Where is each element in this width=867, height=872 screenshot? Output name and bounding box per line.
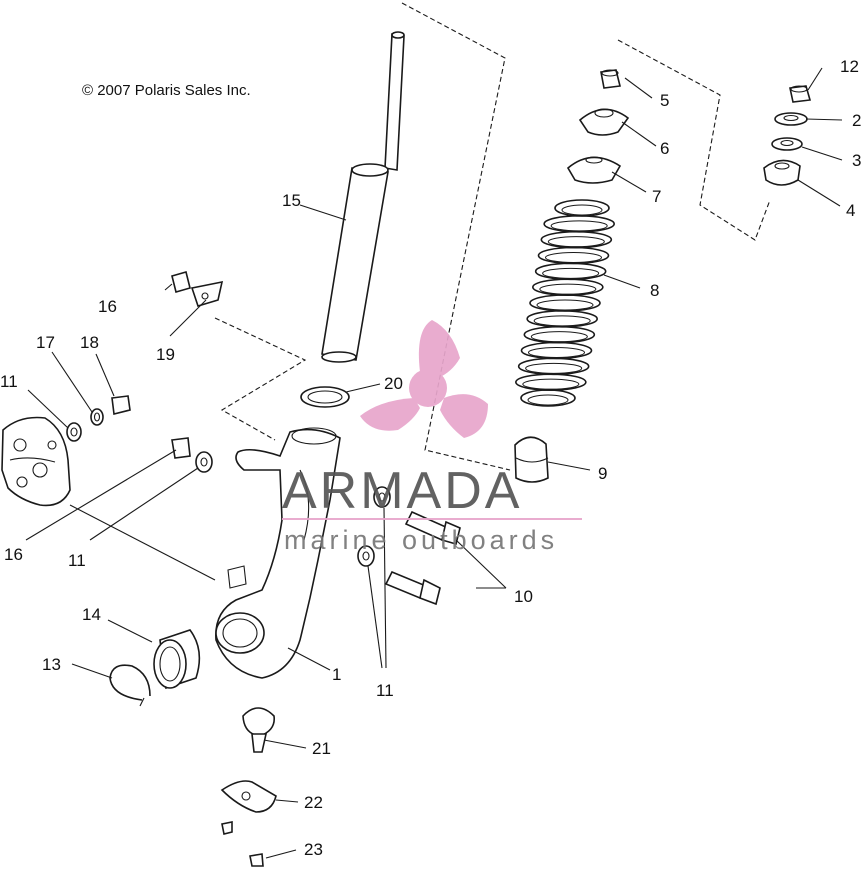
callout-20: 20 xyxy=(384,374,403,393)
callout-4: 4 xyxy=(846,201,855,220)
spring-coil xyxy=(520,389,576,407)
spring-coil-inner xyxy=(550,220,608,232)
spring-coil-inner xyxy=(536,299,594,311)
bushing-part-4 xyxy=(763,159,801,186)
ball-joint-part-21 xyxy=(242,707,276,753)
callout-13: 13 xyxy=(42,655,61,674)
watermark-brand: ARMADA xyxy=(282,462,522,520)
propeller-blade-left xyxy=(360,398,420,431)
knuckle-part-1 xyxy=(215,427,341,679)
callout-10: 10 xyxy=(514,587,533,606)
callout-21: 21 xyxy=(312,739,331,758)
callout-5: 5 xyxy=(660,91,669,110)
washer-part-11-mid xyxy=(195,451,213,473)
caliper-bracket xyxy=(214,317,307,441)
plate-part-22 xyxy=(220,780,277,835)
copyright-text: © 2007 Polaris Sales Inc. xyxy=(82,82,251,99)
washer-part-3 xyxy=(771,137,803,151)
propeller-blade-top xyxy=(418,320,460,378)
callout-12: 12 xyxy=(840,57,859,76)
propeller-hub xyxy=(409,369,447,407)
spring-part-8 xyxy=(515,199,615,407)
clip-part-19 xyxy=(190,280,224,307)
spring-coil-inner xyxy=(561,204,603,216)
washer-part-11-right-lower xyxy=(357,545,375,567)
callout-9: 9 xyxy=(598,464,607,483)
propeller-blade-right xyxy=(440,394,488,438)
callout-23: 23 xyxy=(304,840,323,859)
bump-stop-part-9 xyxy=(514,436,549,483)
washer-part-11-left xyxy=(66,422,82,442)
callout-15: 15 xyxy=(282,191,301,210)
caliper-part xyxy=(1,416,71,507)
callout-18: 18 xyxy=(80,333,99,352)
callout-11-mid: 11 xyxy=(68,551,86,570)
callout-7: 7 xyxy=(652,187,661,206)
bolt-part-16-lower xyxy=(171,437,191,459)
strut-part-15 xyxy=(321,31,405,363)
cup-part-6 xyxy=(578,108,630,136)
bearing-part-14 xyxy=(153,629,201,690)
spring-coil-inner xyxy=(528,347,585,358)
callout-14: 14 xyxy=(82,605,101,624)
spring-coil-inner xyxy=(530,331,588,343)
spring-coil-inner xyxy=(539,283,597,295)
callout-labels: 15 5 6 7 8 9 12 2 3 4 20 16 19 17 18 11 … xyxy=(0,57,861,859)
callout-2: 2 xyxy=(852,111,861,130)
leader-lines xyxy=(25,67,843,859)
spring-coil-inner xyxy=(542,267,600,279)
snap-ring-part-13 xyxy=(109,664,151,707)
nut-part-23 xyxy=(249,853,264,867)
spring-coil-inner xyxy=(525,362,583,374)
washer-part-11-right-upper xyxy=(373,486,391,508)
spring-coil-inner xyxy=(547,236,605,248)
nut-part-5 xyxy=(600,69,621,89)
propeller-icon xyxy=(360,320,488,438)
gasket-part-20 xyxy=(300,386,350,408)
callout-16-lower: 16 xyxy=(4,545,23,564)
callout-19: 19 xyxy=(156,345,175,364)
spring-coil-inner xyxy=(527,394,569,406)
washer-part-17 xyxy=(90,408,104,426)
bolt-part-10-lower xyxy=(384,570,441,606)
watermark: ARMADA marine outboards xyxy=(282,320,582,555)
spring-coil-inner xyxy=(533,315,591,327)
bolt-part-18 xyxy=(111,395,131,415)
retainer-part-7 xyxy=(566,156,622,184)
callout-11-left: 11 xyxy=(0,372,18,391)
callout-22: 22 xyxy=(304,793,323,812)
callout-17: 17 xyxy=(36,333,55,352)
callout-6: 6 xyxy=(660,139,669,158)
spring-coil-inner xyxy=(522,378,580,390)
callout-8: 8 xyxy=(650,281,659,300)
callout-11-right: 11 xyxy=(376,681,394,700)
top-hardware-bracket xyxy=(617,39,771,241)
callout-1: 1 xyxy=(332,665,341,684)
spring-coil-inner xyxy=(545,252,602,263)
washer-part-2 xyxy=(774,112,808,126)
callout-3: 3 xyxy=(852,151,861,170)
nut-part-16-top xyxy=(171,271,191,293)
callout-16-top: 16 xyxy=(98,297,117,316)
nut-part-12 xyxy=(789,85,812,103)
shock-assembly-bracket xyxy=(401,2,511,471)
watermark-tagline: marine outboards xyxy=(284,525,558,555)
